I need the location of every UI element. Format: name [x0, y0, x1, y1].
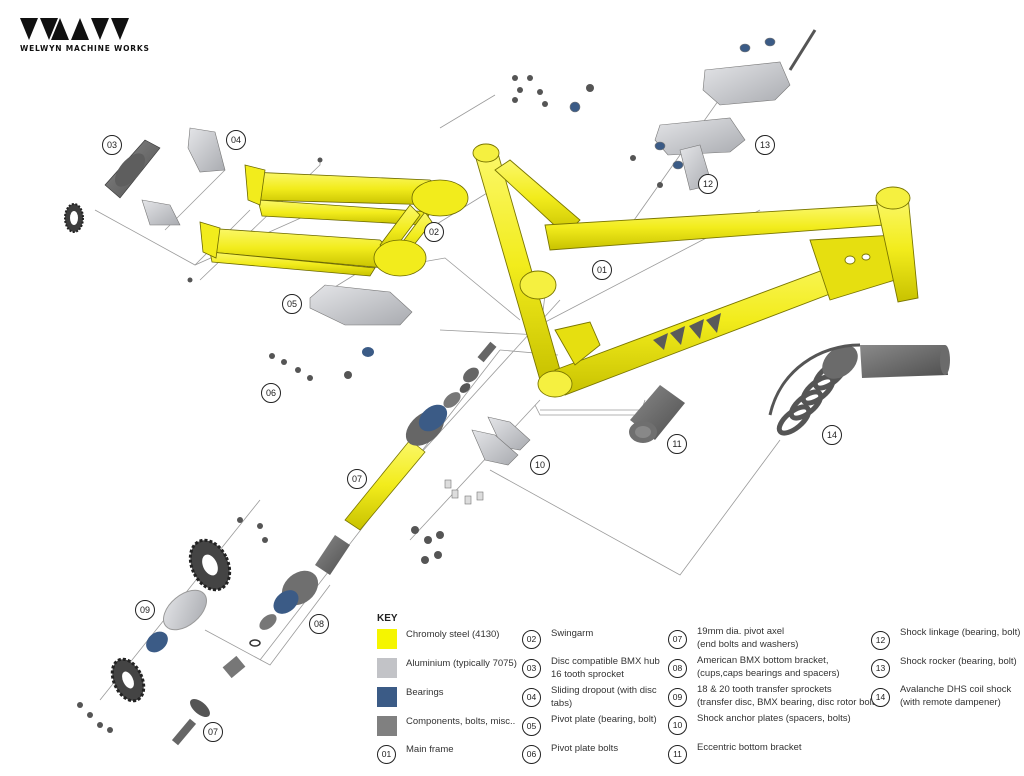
callout-03: 03	[102, 135, 122, 155]
key-chromoly: Chromoly steel (4130)	[406, 629, 500, 640]
callout-14: 14	[822, 425, 842, 445]
legend-num-04: 04	[522, 688, 541, 707]
legend-num-06: 06	[522, 745, 541, 764]
callout-05: 05	[282, 294, 302, 314]
legend-text-08-line2: (cups,caps bearings and spacers)	[697, 667, 840, 679]
swatch-aluminium	[377, 658, 397, 678]
legend-text-08-line1: American BMX bottom bracket,	[697, 655, 829, 666]
legend-text-02: Swingarm	[551, 628, 594, 639]
legend-text-03-line2: 16 tooth sprocket	[551, 668, 624, 680]
pivot-axle-part-07	[171, 341, 497, 746]
callout-12: 12	[698, 174, 718, 194]
dropout-part-04	[141, 127, 226, 226]
callout-06: 06	[261, 383, 281, 403]
swatch-components	[377, 716, 397, 736]
hub-part-03	[64, 139, 161, 233]
swatch-bearings	[377, 687, 397, 707]
legend-text-12: Shock linkage (bearing, bolt)	[900, 627, 1021, 638]
callout-08: 08	[309, 614, 329, 634]
rocker-part-13	[569, 29, 817, 191]
callout-02: 02	[424, 222, 444, 242]
legend-num-13: 13	[871, 659, 890, 678]
key-title: KEY	[377, 613, 398, 624]
callout-04: 04	[226, 130, 246, 150]
legend-num-12: 12	[871, 631, 890, 650]
callout-07b: 07	[203, 722, 223, 742]
legend-num-14: 14	[871, 688, 890, 707]
brand-name: WELWYN MACHINE WORKS	[20, 44, 150, 53]
callout-10: 10	[530, 455, 550, 475]
legend-text-06: Pivot plate bolts	[551, 743, 619, 754]
swingarm-part-02	[199, 164, 469, 277]
legend-num-03: 03	[522, 659, 541, 678]
legend-num-11: 11	[668, 745, 687, 764]
legend-text-04-line1: Sliding dropout (with disc	[551, 685, 657, 696]
coil-shock-part-14	[768, 343, 950, 436]
transfer-sprockets-part-09	[110, 538, 232, 703]
legend-text-04-line2: tabs)	[551, 697, 573, 709]
legend-text-07: 19mm dia. pivot axel(end bolts and washe…	[697, 626, 798, 651]
legend-text-13: Shock rocker (bearing, bolt)	[900, 656, 1017, 667]
callout-13: 13	[755, 135, 775, 155]
swatch-chromoly	[377, 629, 397, 649]
legend-text-10: Shock anchor plates (spacers, bolts)	[697, 713, 851, 724]
key-components: Components, bolts, misc..	[406, 716, 516, 727]
legend-text-14-line1: Avalanche DHS coil shock	[900, 684, 1012, 695]
legend-num-01: 01	[377, 745, 396, 764]
legend-text-08: American BMX bottom bracket,(cups,caps b…	[697, 655, 840, 680]
legend-num-10: 10	[668, 716, 687, 735]
pivot-plate-part-05	[309, 284, 413, 357]
legend-text-07-line1: 19mm dia. pivot axel	[697, 626, 785, 637]
shock-anchor-plates-part-10	[444, 416, 531, 505]
callout-07: 07	[347, 469, 367, 489]
legend-text-14: Avalanche DHS coil shock(with remote dam…	[900, 684, 1011, 709]
legend-text-07-line2: (end bolts and washers)	[697, 638, 799, 650]
legend-text-14-line2: (with remote dampener)	[900, 696, 1001, 708]
legend-text-05: Pivot plate (bearing, bolt)	[551, 714, 657, 725]
legend-num-09: 09	[668, 688, 687, 707]
callout-09: 09	[135, 600, 155, 620]
eccentric-bb-part-11	[629, 385, 685, 443]
legend-num-08: 08	[668, 659, 687, 678]
legend-text-09-line1: 18 & 20 tooth transfer sprockets	[697, 684, 832, 695]
legend-num-07: 07	[668, 630, 687, 649]
legend-text-09: 18 & 20 tooth transfer sprockets(transfe…	[697, 684, 882, 709]
legend-num-02: 02	[522, 630, 541, 649]
callout-01: 01	[592, 260, 612, 280]
key-aluminium: Aluminium (typically 7075)	[406, 658, 517, 669]
legend-num-05: 05	[522, 717, 541, 736]
key-bearings: Bearings	[406, 687, 444, 698]
bolt-clusters	[77, 75, 663, 733]
legend-text-09-line2: (transfer disc, BMX bearing, disc rotor …	[697, 696, 883, 708]
bottom-bracket-part-08	[222, 570, 319, 679]
legend-text-11: Eccentric bottom bracket	[697, 742, 802, 753]
main-frame-part-01	[472, 143, 919, 398]
legend-text-03-line1: Disc compatible BMX hub	[551, 656, 660, 667]
callout-11: 11	[667, 434, 687, 454]
triangle-logo-icon	[20, 18, 129, 40]
legend-text-01: Main frame	[406, 744, 454, 755]
